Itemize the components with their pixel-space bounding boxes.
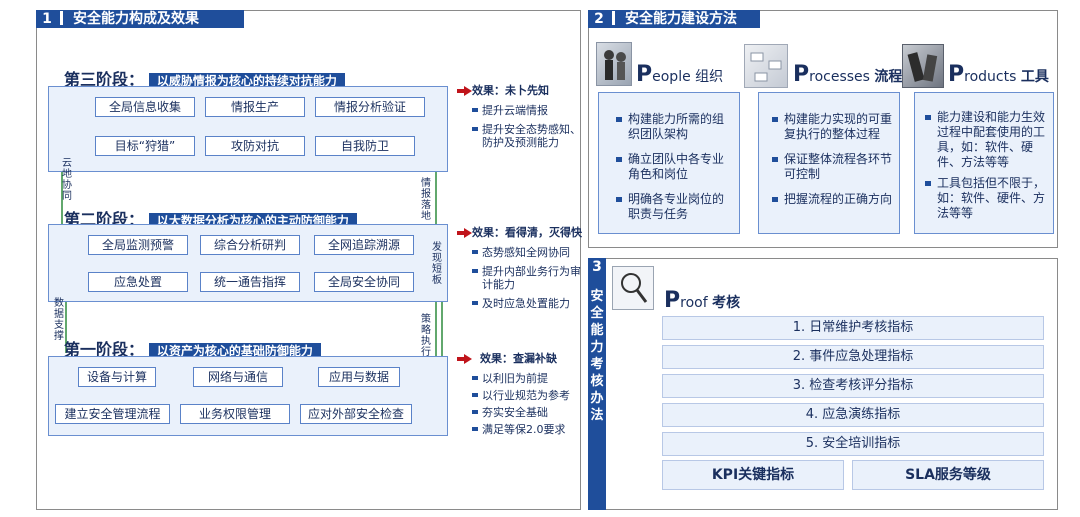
proof-cap: P — [664, 288, 681, 313]
proof-metric-row: 4. 应急演练指标 — [662, 403, 1044, 427]
people-item: 构建能力所需的组织团队架构 — [616, 112, 734, 142]
tools-item: 能力建设和能力生效过程中配套使用的工具，如：软件、硬件、方法等等 — [925, 110, 1051, 170]
stage1-cell: 网络与通信 — [193, 367, 283, 387]
tools-item: 工具包括但不限于，如：软件、硬件、方法等等 — [925, 176, 1051, 221]
process-item: 保证整体流程各环节可控制 — [772, 152, 896, 182]
tools-icon — [902, 44, 944, 88]
stage3-cell: 情报生产 — [205, 97, 305, 117]
people-list: 构建能力所需的组织团队架构 确立团队中各专业角色和岗位 明确各专业岗位的职责与任… — [616, 112, 734, 232]
left-label-cloud-sync: 云地协同 — [62, 158, 72, 202]
stage2-cell: 统一通告指挥 — [200, 272, 300, 292]
tools-title: Products 工具 — [948, 62, 1049, 87]
process-title: Processes 流程 — [793, 62, 902, 87]
proof-metric-row: 2. 事件应急处理指标 — [662, 345, 1044, 369]
stage3-cell: 全局信息收集 — [95, 97, 195, 117]
people-item: 明确各专业岗位的职责与任务 — [616, 192, 734, 222]
proof-metric-row: 5. 安全培训指标 — [662, 432, 1044, 456]
stage3-bar: 以威胁情报为核心的持续对抗能力 — [148, 73, 345, 90]
people-title: People 组织 — [636, 62, 723, 87]
effect-item: 及时应急处置能力 — [472, 297, 582, 310]
effect-item: 态势感知全网协同 — [472, 246, 582, 259]
right-label-intel: 情报落地 — [421, 178, 431, 222]
people-zh: 组织 — [695, 69, 724, 85]
panel1-number: 1 — [42, 11, 52, 27]
process-rest: rocesses — [809, 69, 870, 85]
effect-item: 提升内部业务行为审计能力 — [472, 265, 582, 291]
process-list: 构建能力实现的可重复执行的整体过程 保证整体流程各环节可控制 把握流程的正确方向 — [772, 112, 896, 217]
effect-item: 夯实安全基础 — [472, 406, 582, 419]
tools-column — [914, 92, 1054, 234]
stage2-cell: 全网追踪溯源 — [314, 235, 414, 255]
right-label-policy: 策略执行 — [421, 314, 431, 358]
effect-item: 以行业规范为参考 — [472, 389, 582, 402]
panel1-header: 1 安全能力构成及效果 — [36, 10, 244, 28]
people-cap: P — [636, 62, 653, 87]
process-item: 构建能力实现的可重复执行的整体过程 — [772, 112, 896, 142]
proof-rest: roof — [680, 295, 708, 311]
people-item: 确立团队中各专业角色和岗位 — [616, 152, 734, 182]
process-column — [758, 92, 900, 234]
tools-list: 能力建设和能力生效过程中配套使用的工具，如：软件、硬件、方法等等 工具包括但不限… — [925, 110, 1051, 231]
panel2-number: 2 — [594, 11, 604, 27]
tools-cap: P — [948, 62, 965, 87]
effect-block-stage2: 效果：看得清，灭得快 态势感知全网协同 提升内部业务行为审计能力 及时应急处置能… — [472, 224, 582, 316]
effect-item: 提升安全态势感知、防护及预测能力 — [472, 123, 582, 149]
process-cap: P — [793, 62, 810, 87]
left-label-data-support: 数据支撑 — [54, 298, 64, 342]
stage2-cell: 全局安全协同 — [314, 272, 414, 292]
effect-title: 效果：查漏补缺 — [480, 352, 557, 365]
effect-item: 提升云端情报 — [472, 104, 582, 117]
right-label-gap: 发现短板 — [432, 242, 442, 286]
stage1-cell: 设备与计算 — [78, 367, 156, 387]
stage2-cell: 综合分析研判 — [200, 235, 300, 255]
process-zh: 流程 — [874, 69, 903, 85]
stage1-heading: 第一阶段： 以资产为核心的基础防御能力 — [64, 336, 321, 360]
sla-box: SLA服务等级 — [852, 460, 1044, 490]
stage1-cell: 应对外部安全检查 — [300, 404, 412, 424]
effect-title: 效果：未卜先知 — [472, 84, 549, 97]
kpi-box: KPI关键指标 — [662, 460, 844, 490]
stage3-cell: 攻防对抗 — [205, 136, 305, 156]
panel3-side-header: 3 安全能力考核办法 — [588, 258, 606, 510]
panel3-vertical-title: 安全能力考核办法 — [590, 289, 604, 423]
stage3-cell: 自我防卫 — [315, 136, 415, 156]
proof-metric-row: 1. 日常维护考核指标 — [662, 316, 1044, 340]
stage3-cell: 目标“狩猎” — [95, 136, 195, 156]
stage3-heading: 第三阶段： 以威胁情报为核心的持续对抗能力 — [64, 66, 345, 90]
effect-block-stage3: 效果：未卜先知 提升云端情报 提升安全态势感知、防护及预测能力 — [472, 82, 582, 155]
proof-title: Proof 考核 — [664, 288, 740, 313]
stage2-cell: 应急处置 — [88, 272, 188, 292]
stage1-bar: 以资产为核心的基础防御能力 — [148, 343, 321, 360]
stage1-cell: 应用与数据 — [318, 367, 400, 387]
proof-zh: 考核 — [712, 295, 741, 311]
effect-title: 效果：看得清，灭得快 — [472, 226, 582, 239]
stage2-cell: 全局监测预警 — [88, 235, 188, 255]
stage3-cell: 情报分析验证 — [315, 97, 425, 117]
tools-zh: 工具 — [1020, 69, 1049, 85]
panel3-number: 3 — [592, 259, 602, 275]
process-item: 把握流程的正确方向 — [772, 192, 896, 207]
effect-block-stage1: 效果：查漏补缺 以利旧为前提 以行业规范为参考 夯实安全基础 满足等保2.0要求 — [472, 350, 582, 440]
proof-metric-row: 3. 检查考核评分指标 — [662, 374, 1044, 398]
process-icon — [744, 44, 788, 88]
people-column — [598, 92, 740, 234]
tools-rest: roducts — [964, 69, 1017, 85]
people-rest: eople — [652, 69, 691, 85]
stage1-cell: 建立安全管理流程 — [55, 404, 170, 424]
magnifier-icon — [612, 266, 654, 310]
stage1-cell: 业务权限管理 — [180, 404, 290, 424]
effect-item: 以利旧为前提 — [472, 372, 582, 385]
stage3-label: 第三阶段： — [64, 70, 145, 89]
panel2-title: 安全能力建设方法 — [625, 11, 737, 27]
stage1-label: 第一阶段： — [64, 340, 145, 359]
effect-item: 满足等保2.0要求 — [472, 423, 582, 436]
people-icon — [596, 42, 632, 86]
panel2-header: 2 安全能力建设方法 — [588, 10, 760, 28]
panel1-title: 安全能力构成及效果 — [73, 11, 199, 27]
